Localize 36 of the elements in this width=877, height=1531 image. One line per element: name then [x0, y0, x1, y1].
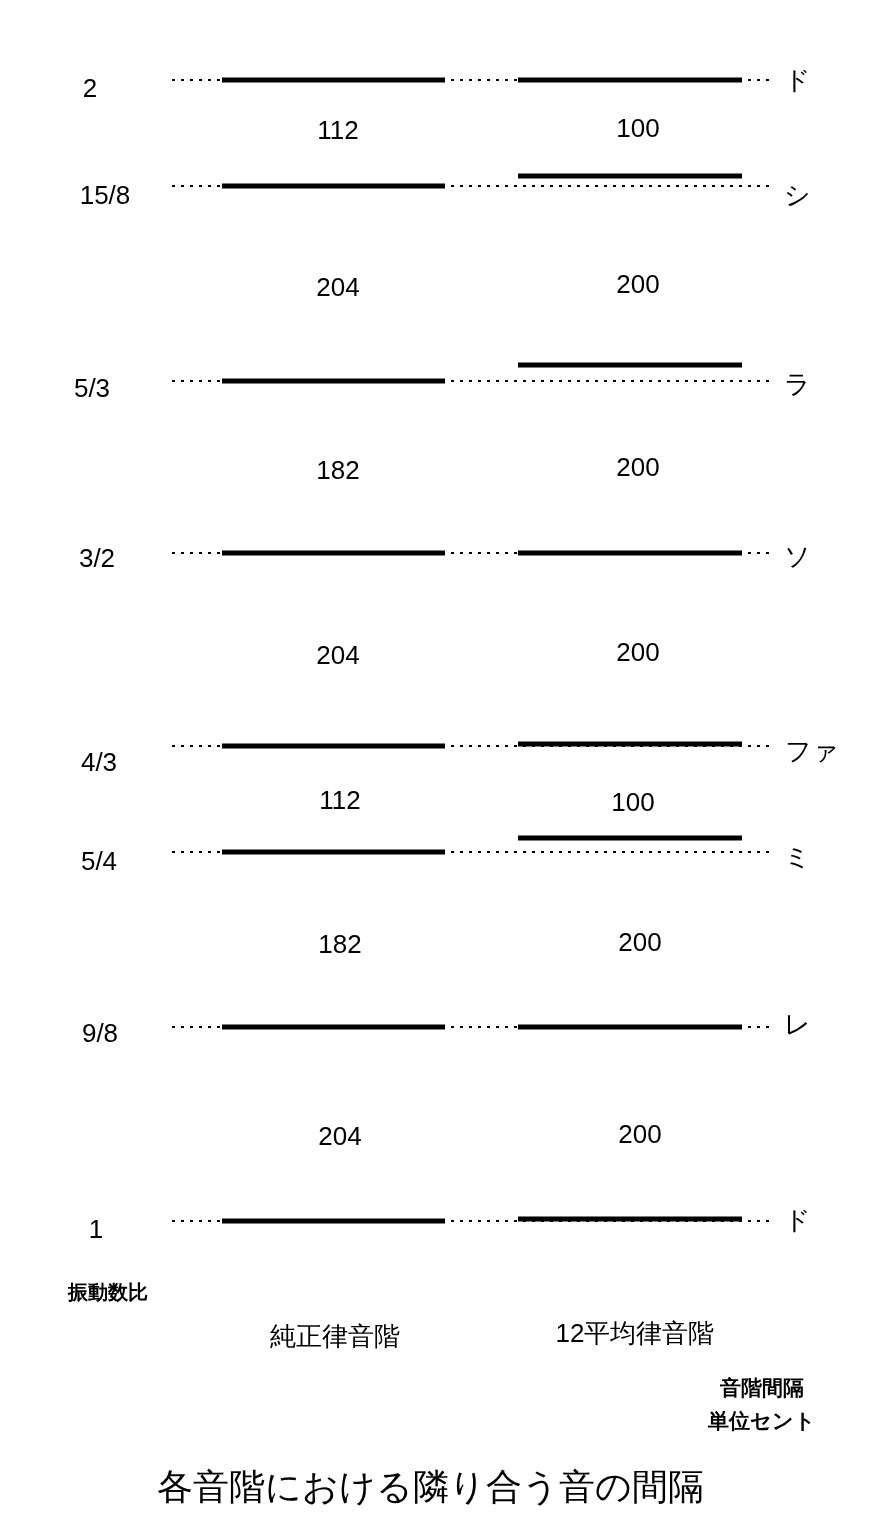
column-heading: 純正律音階	[270, 1319, 400, 1353]
cents-value: 200	[616, 268, 660, 300]
cents-value: 182	[316, 454, 360, 486]
ratio-label: 5/3	[73, 372, 111, 404]
ratio-label: 15/8	[79, 179, 131, 211]
unit-note: 単位セント	[708, 1408, 816, 1434]
cents-value: 100	[611, 786, 655, 818]
note-name: ソ	[783, 539, 811, 573]
cents-value: 100	[616, 112, 660, 144]
note-name: ミ	[783, 840, 811, 874]
note-name: シ	[783, 178, 811, 212]
ratio-label: 5/4	[80, 845, 118, 877]
cents-value: 200	[616, 636, 660, 668]
cents-value: 204	[316, 639, 360, 671]
ratio-label: 2	[82, 72, 98, 104]
ratio-label: 4/3	[80, 746, 118, 778]
note-name: ド	[783, 63, 811, 97]
cents-value: 182	[318, 928, 362, 960]
ratio-label: 1	[88, 1213, 104, 1245]
note-name: レ	[783, 1007, 811, 1041]
note-name: ド	[783, 1203, 811, 1237]
column-heading: 12平均律音階	[555, 1316, 715, 1350]
cents-value: 204	[316, 271, 360, 303]
cents-value: 204	[318, 1120, 362, 1152]
note-name: ラ	[783, 367, 811, 401]
cents-value: 200	[618, 1118, 662, 1150]
cents-value: 200	[618, 926, 662, 958]
note-name: ファ	[785, 734, 839, 768]
cents-value: 112	[319, 784, 361, 816]
unit-note: 音階間隔	[720, 1375, 804, 1401]
axis-label: 振動数比	[68, 1279, 148, 1305]
cents-value: 200	[616, 451, 660, 483]
ratio-label: 3/2	[78, 542, 116, 574]
figure-caption: 各音階における隣り合う音の間隔	[156, 1464, 704, 1509]
ratio-label: 9/8	[81, 1017, 119, 1049]
cents-value: 112	[317, 114, 359, 146]
